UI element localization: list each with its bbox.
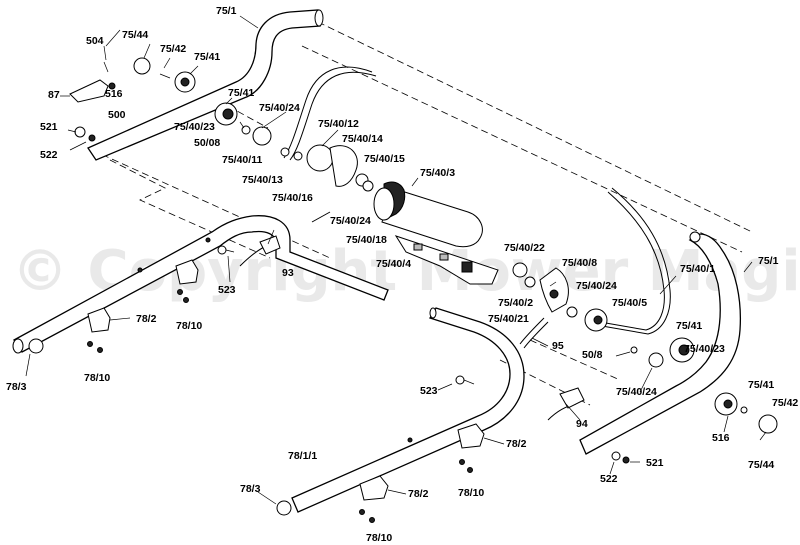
part-label: 87 [48, 89, 60, 101]
part-label: 50/08 [194, 137, 220, 149]
part-label: 78/10 [458, 487, 484, 499]
part-label: 522 [600, 473, 618, 485]
part-label: 75/41 [228, 87, 254, 99]
part-label: 504 [86, 35, 104, 47]
part-label: 50/8 [582, 349, 603, 361]
part-label: 75/40/18 [346, 234, 387, 246]
part-label: 95 [552, 340, 564, 352]
part-label: 75/40/3 [420, 167, 455, 179]
part-label: 78/10 [84, 372, 110, 384]
left-lever-parts [69, 57, 374, 192]
part-label: 75/40/11 [222, 154, 262, 166]
part-label: 75/40/15 [364, 153, 405, 165]
part-labels: 75/1 504 75/44 75/42 75/41 87 516 500 75/41 75/40… [6, 5, 798, 544]
part-label: 500 [108, 109, 126, 121]
part-label: 75/40/2 [498, 297, 533, 309]
upper-handle-tube [87, 9, 742, 455]
part-label: 516 [712, 432, 730, 444]
part-label: 75/1 [216, 5, 237, 17]
control-cables [239, 66, 671, 421]
part-label: 78/1/1 [288, 450, 317, 462]
part-label: 75/40/4 [376, 258, 411, 270]
part-label: 78/3 [240, 483, 261, 495]
part-label: 75/40/22 [504, 242, 545, 254]
part-label: 78/2 [506, 438, 527, 450]
part-label: 523 [420, 385, 438, 397]
part-label: 78/10 [366, 532, 392, 544]
control-shaft-assembly [373, 181, 499, 285]
part-label: 75/44 [122, 29, 148, 41]
part-label: 75/40/24 [259, 102, 300, 114]
right-lever-parts [512, 262, 778, 464]
leader-lines [25, 15, 767, 505]
part-label: 75/1 [758, 255, 779, 267]
part-label: 75/40/14 [342, 133, 383, 145]
part-label: 75/40/24 [576, 280, 617, 292]
part-label: 75/41 [676, 320, 702, 332]
part-label: 521 [646, 457, 664, 469]
part-label: 523 [218, 284, 236, 296]
part-label: 75/41 [748, 379, 774, 391]
part-label: 78/2 [136, 313, 157, 325]
part-label: 75/41 [194, 51, 220, 63]
part-label: 93 [282, 267, 294, 279]
part-label: 75/40/23 [684, 343, 725, 355]
part-label: 75/44 [748, 459, 774, 471]
part-label: 75/42 [772, 397, 798, 409]
lower-handle-tube [12, 215, 525, 513]
part-label: 75/42 [160, 43, 186, 55]
part-label: 94 [576, 418, 588, 430]
part-label: 78/10 [176, 320, 202, 332]
part-label: 75/40/16 [272, 192, 313, 204]
part-label: 78/3 [6, 381, 27, 393]
part-label: 75/40/5 [612, 297, 647, 309]
clamps-and-bolts [28, 235, 585, 523]
part-label: 75/40/23 [174, 121, 215, 133]
part-label: 75/40/8 [562, 257, 597, 269]
part-label: 75/40/1 [680, 263, 715, 275]
part-label: 75/40/21 [488, 313, 529, 325]
part-label: 75/40/12 [318, 118, 359, 130]
part-label: 522 [40, 149, 58, 161]
part-label: 75/40/24 [616, 386, 657, 398]
part-label: 78/2 [408, 488, 429, 500]
part-label: 75/40/24 [330, 215, 371, 227]
part-label: 75/40/13 [242, 174, 283, 186]
part-label: 521 [40, 121, 58, 133]
part-label: 516 [105, 88, 123, 100]
